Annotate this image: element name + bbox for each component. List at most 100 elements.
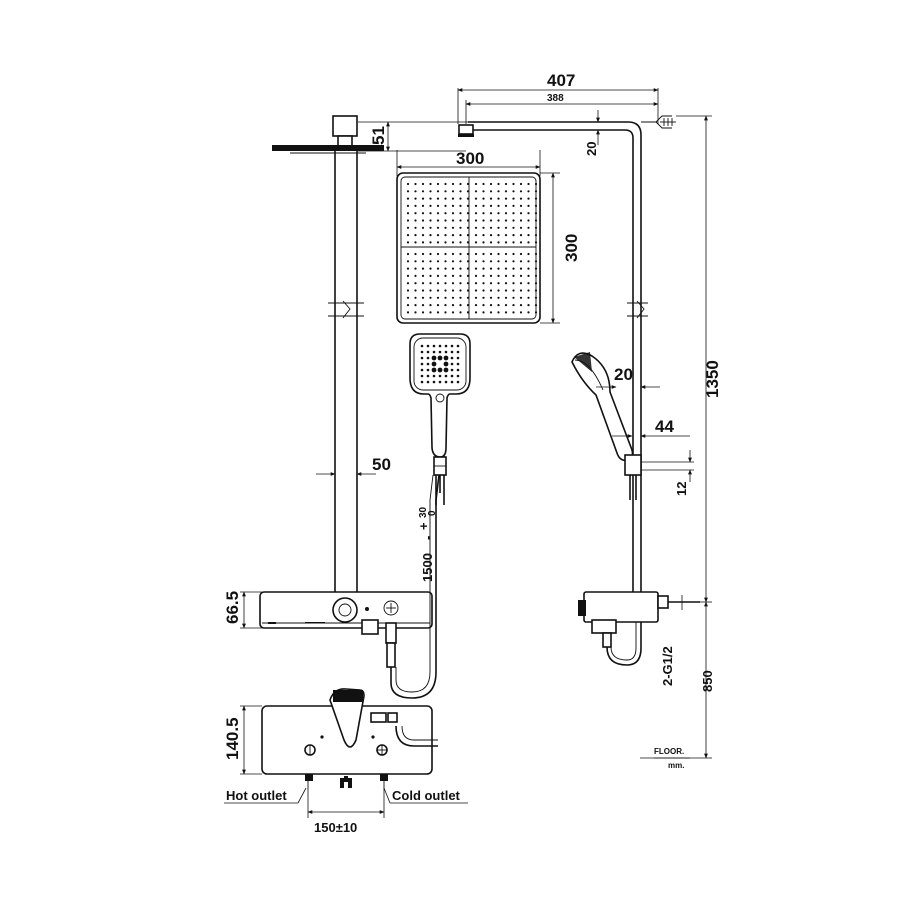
nozzle-dot	[512, 296, 515, 299]
nozzle-dot	[519, 241, 523, 244]
hand-nozzle-dot	[444, 374, 448, 378]
nozzle-dot	[459, 197, 462, 200]
nozzle-dot	[474, 252, 478, 256]
nozzle-dot	[444, 289, 447, 292]
nozzle-dot	[527, 260, 530, 263]
nozzle-dot	[482, 182, 485, 186]
nozzle-dot	[466, 197, 470, 200]
nozzle-dot	[444, 260, 447, 263]
hand-nozzle-dot	[443, 361, 449, 367]
nozzle-dot	[436, 241, 440, 244]
dim-12-label: 12	[674, 482, 689, 496]
nozzle-dot	[414, 204, 417, 207]
dim-44-label: 44	[655, 417, 674, 436]
nozzle-dot	[459, 289, 462, 292]
hand-nozzle-dot	[420, 356, 424, 360]
nozzle-dot	[429, 190, 432, 193]
nozzle-dot	[497, 282, 500, 285]
nozzle-dot	[436, 296, 440, 299]
hand-nozzle-pattern	[420, 344, 460, 384]
nozzle-dot	[512, 241, 515, 244]
nozzle-dot	[421, 296, 425, 299]
hand-nozzle-dot	[438, 344, 442, 348]
hand-nozzle-dot	[456, 344, 460, 348]
nozzle-dot	[474, 226, 478, 229]
nozzle-dot	[534, 182, 538, 186]
nozzle-dot	[436, 311, 440, 314]
nozzle-dot	[429, 252, 432, 256]
nozzle-dot	[482, 260, 485, 263]
hand-nozzle-dot	[443, 355, 449, 361]
nozzle-dot	[482, 241, 485, 244]
nozzle-dot	[414, 241, 417, 244]
nozzle-dot	[466, 260, 470, 263]
nozzle-dot	[534, 219, 538, 222]
nozzle-dot	[429, 289, 432, 292]
dim-1500-plus: +	[416, 522, 431, 530]
nozzle-dot	[527, 252, 530, 256]
nozzle-dot	[527, 274, 530, 277]
hand-nozzle-dot	[432, 380, 436, 384]
nozzle-dot	[519, 226, 523, 229]
nozzle-dot	[444, 197, 447, 200]
nozzle-dot	[474, 311, 478, 314]
nozzle-dot	[466, 296, 470, 299]
nozzle-dot	[504, 226, 508, 229]
nozzle-dot	[406, 289, 410, 292]
nozzle-dot	[436, 274, 440, 277]
nozzle-dot	[429, 241, 432, 244]
nozzle-dot	[466, 304, 470, 307]
nozzle-dot	[504, 267, 508, 270]
nozzle-dot	[436, 282, 440, 285]
nozzle-dot	[436, 289, 440, 292]
thermostat-top-view	[261, 688, 438, 790]
nozzle-dot	[504, 274, 508, 277]
nozzle-dot	[534, 282, 538, 285]
hand-nozzle-dot	[431, 355, 437, 361]
dim-300-width-label: 300	[456, 149, 484, 168]
nozzle-dot	[421, 282, 425, 285]
hand-nozzle-dot	[438, 374, 442, 378]
nozzle-dot	[534, 190, 538, 193]
hand-nozzle-dot	[420, 344, 424, 348]
nozzle-dot	[497, 226, 500, 229]
nozzle-dot	[451, 234, 455, 237]
nozzle-dot	[414, 190, 417, 193]
nozzle-dot	[504, 296, 508, 299]
nozzle-dot	[474, 190, 478, 193]
nozzle-dot	[527, 311, 530, 314]
nozzle-dot	[482, 282, 485, 285]
hand-nozzle-dot	[438, 350, 442, 354]
nozzle-dot	[474, 274, 478, 277]
nozzle-dot	[527, 212, 530, 215]
hand-nozzle-dot	[438, 380, 442, 384]
nozzle-dot	[466, 182, 470, 186]
nozzle-dot	[527, 182, 530, 186]
nozzle-dot	[436, 190, 440, 193]
nozzle-dot	[512, 234, 515, 237]
nozzle-dot	[512, 282, 515, 285]
nozzle-dot	[466, 212, 470, 215]
nozzle-dot	[482, 304, 485, 307]
hand-nozzle-dot	[432, 344, 436, 348]
nozzle-dot	[512, 182, 515, 186]
nozzle-dot	[414, 304, 417, 307]
nozzle-dot	[444, 219, 447, 222]
nozzle-dot	[466, 241, 470, 244]
nozzle-dot	[497, 274, 500, 277]
nozzle-dot	[504, 212, 508, 215]
nozzle-dot	[429, 304, 432, 307]
nozzle-dot	[406, 282, 410, 285]
nozzle-dot	[527, 190, 530, 193]
nozzle-dot	[459, 311, 462, 314]
nozzle-dot	[489, 212, 493, 215]
nozzle-dot	[527, 197, 530, 200]
hose-left	[386, 474, 440, 699]
nozzle-dot	[421, 197, 425, 200]
nozzle-dot	[504, 234, 508, 237]
nozzle-grid	[406, 182, 538, 314]
nozzle-dot	[414, 282, 417, 285]
hand-nozzle-dot	[420, 374, 424, 378]
nozzle-dot	[429, 197, 432, 200]
nozzle-dot	[497, 212, 500, 215]
